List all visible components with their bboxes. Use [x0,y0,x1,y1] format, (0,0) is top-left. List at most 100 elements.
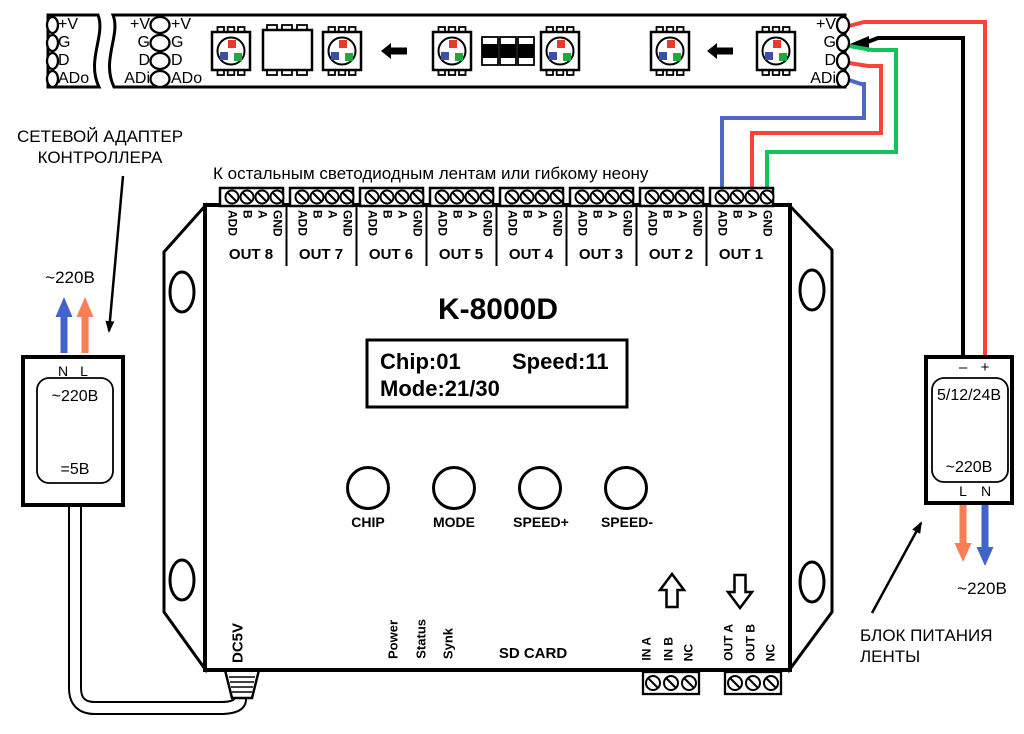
resistor-icon [517,36,535,66]
psu-mains-voltage: ~220В [957,579,1007,598]
mains-arrow-down-orange-icon [954,505,972,562]
pin-label: A [255,210,270,219]
speed-minus-button [604,466,648,510]
resistor-icon [499,36,517,66]
output-label-out6: OUT 6 [368,246,414,263]
mains-arrow-up-blue-icon [55,297,73,353]
pin-label: GND [410,210,425,237]
controller-outline [203,203,792,672]
pin-label: A [605,210,620,219]
adapter-title-line1: СЕТЕВОЙ АДАПТЕР [16,127,184,146]
mode-button-label: MODE [433,514,475,530]
indicator-power-label: Power [385,619,401,659]
strip-wires [720,20,987,360]
driver-ic-icon [261,24,314,76]
pin-label: B [520,210,535,219]
indicator-synk-label: Synk [440,627,456,659]
pin-label: B [240,210,255,219]
output-label-out3: OUT 3 [578,246,624,263]
pin-label: A [395,210,410,219]
pin-label: ADD [715,210,730,236]
pin-label: GND [620,210,635,237]
sync-out-pin-label: OUT B [743,623,758,661]
dc-plug-icon [223,668,261,700]
sync-out-pin-label: NC [763,643,778,661]
wire-plus-v-red [848,20,987,360]
strip-pin-label: +V [171,16,192,33]
output-label-out7: OUT 7 [298,246,344,263]
led-chip-icon [649,25,691,77]
indicator-status-label: Status [413,619,429,659]
sync-in-pin-label: IN A [639,637,654,661]
output-label-out8: OUT 8 [228,246,274,263]
pin-label: B [380,210,395,219]
adapter-terminal-n: N [57,363,69,379]
sync-in-pin-label: NC [681,643,696,661]
strip-pin-label: G [137,34,150,51]
sd-card-label: SD CARD [498,645,568,662]
controller-model: K-8000D [437,293,559,326]
led-chip-icon [210,25,252,77]
adapter-terminal-l: L [80,363,88,379]
display-mode-value: Mode:21/30 [380,376,500,401]
mounting-hole-icon [798,560,826,604]
dc-input-label: DC5V [229,622,247,663]
pin-label: A [325,210,340,219]
chip-button-label: CHIP [351,514,385,530]
pin-label: ADD [505,210,520,236]
adapter-title-line2: КОНТРОЛЛЕРА [37,148,163,167]
adapter-pointer-arrow-icon [105,175,125,333]
pin-label: A [675,210,690,219]
sync-out-arrow-icon [725,573,755,611]
sync-terminal-blocks [641,670,783,696]
output-label-out5: OUT 5 [438,246,484,263]
psu-input-rating: ~220В [945,459,993,476]
psu-terminal-minus: – [958,359,968,376]
pin-label: ADD [575,210,590,236]
controller-body [162,202,834,674]
chip-button [346,466,390,510]
psu-title-line2: ЛЕНТЫ [860,647,921,666]
strip-pin-label: D [171,52,183,69]
speed-plus-button-label: SPEED+ [513,514,569,530]
pin-label: ADD [225,210,240,236]
strip-pin-label: D [138,52,150,69]
wire-ground-black [861,36,965,360]
outputs-caption: К остальным светодиодным лентам или гибк… [213,164,649,183]
adapter-mains-voltage: ~220В [45,268,95,287]
sync-out-pin-label: OUT A [721,624,736,661]
mode-button [432,466,476,510]
strip-pin-label: ADo [58,70,90,87]
sync-in-pin-label: IN B [661,637,676,661]
pin-label: GND [760,210,775,237]
adapter-input-rating: ~220В [51,388,99,405]
mounting-hole-icon [168,270,196,314]
pin-label: B [730,210,745,219]
pin-label: B [590,210,605,219]
resistor-icon [481,36,499,66]
adapter-cable [68,500,247,715]
pin-label: GND [340,210,355,237]
psu-terminal-plus: + [980,359,990,376]
pin-label: ADD [435,210,450,236]
pin-label: ADD [295,210,310,236]
strip-pin-label: ADi [124,70,150,87]
speed-minus-button-label: SPEED- [600,514,654,530]
pin-label: GND [690,210,705,237]
led-chip-icon [539,25,581,77]
strip-pin-label: +V [129,16,150,33]
display-speed-value: Speed:11 [512,349,609,374]
mains-arrow-up-orange-icon [76,297,94,353]
strip-pin-label: D [58,52,70,69]
speed-plus-button [518,466,562,510]
adapter-box [21,355,125,507]
mounting-hole-icon [168,558,196,602]
mains-arrow-down-blue-icon [976,505,994,566]
strip-pin-label: G [58,34,71,51]
pin-label: ADD [645,210,660,236]
pin-label: GND [270,210,285,237]
output-terminal-blocks [218,186,775,266]
psu-output-rating: 5/12/24В [936,387,1002,404]
strip-fragment [46,13,102,89]
